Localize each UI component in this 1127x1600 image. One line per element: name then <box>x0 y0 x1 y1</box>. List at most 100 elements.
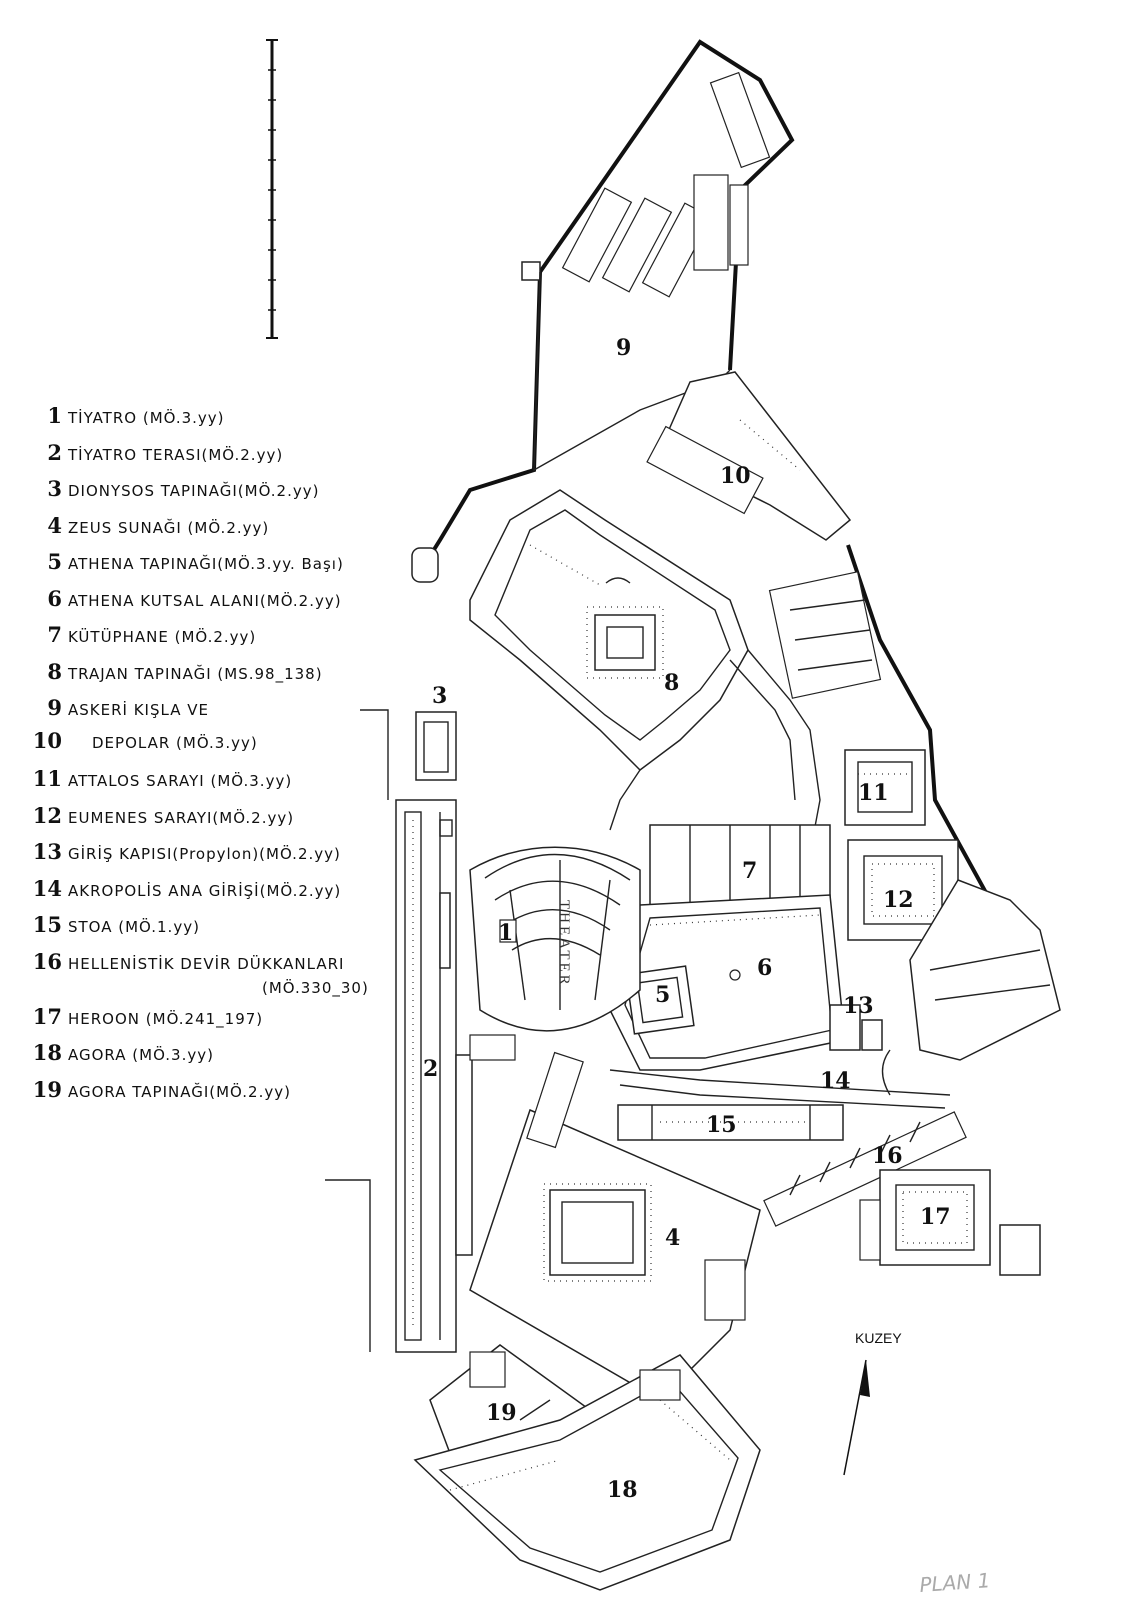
legend-label: ATHENA KUTSAL ALANI(MÖ.2.yy) <box>68 592 342 610</box>
plan-label-14: 14 <box>820 1068 851 1094</box>
legend-item: 13 GİRİŞ KAPISI(Propylon)(MÖ.2.yy) <box>30 839 341 864</box>
legend-label: ATTALOS SARAYI (MÖ.3.yy) <box>68 772 293 790</box>
legend-label: DEPOLAR (MÖ.3.yy) <box>92 734 258 752</box>
legend-number: 17 <box>32 1004 62 1029</box>
agora <box>413 1354 761 1591</box>
plan-label-9: 9 <box>616 335 631 361</box>
legend-number: 14 <box>32 876 62 901</box>
theater-terrace <box>325 709 473 1353</box>
legend-item: 3 DIONYSOS TAPINAĞI(MÖ.2.yy) <box>30 476 320 501</box>
legend-item: 7 KÜTÜPHANE (MÖ.2.yy) <box>30 622 257 647</box>
trajan-temple <box>469 489 749 771</box>
legend-item: 1 TİYATRO (MÖ.3.yy) <box>30 403 225 428</box>
legend-item: 8 TRAJAN TAPINAĞI (MS.98_138) <box>30 659 323 684</box>
legend-number: 8 <box>47 659 62 684</box>
legend-label: ATHENA TAPINAĞI(MÖ.3.yy. Başı) <box>68 555 344 573</box>
legend-label: AGORA (MÖ.3.yy) <box>68 1046 214 1064</box>
plan-label-18: 18 <box>607 1477 638 1503</box>
legend-item: 17 HEROON (MÖ.241_197) <box>30 1004 264 1029</box>
plan-label-4: 4 <box>665 1225 680 1251</box>
legend-label: AKROPOLİS ANA GİRİŞİ(MÖ.2.yy) <box>68 882 342 900</box>
plan-label-2: 2 <box>423 1056 438 1082</box>
legend-item: 5 ATHENA TAPINAĞI(MÖ.3.yy. Başı) <box>30 549 344 574</box>
legend-label: AGORA TAPINAĞI(MÖ.2.yy) <box>68 1083 291 1101</box>
legend-item: 14 AKROPOLİS ANA GİRİŞİ(MÖ.2.yy) <box>30 876 342 901</box>
plan-label-6: 6 <box>757 955 772 981</box>
plan-label-17: 17 <box>920 1204 951 1230</box>
legend-label: KÜTÜPHANE (MÖ.2.yy) <box>68 628 257 646</box>
legend-label: HELLENİSTİK DEVİR DÜKKANLARI <box>68 955 345 973</box>
legend-label: EUMENES SARAYI(MÖ.2.yy) <box>68 809 295 827</box>
legend-number: 11 <box>32 766 62 791</box>
legend-label: HEROON (MÖ.241_197) <box>68 1010 264 1028</box>
depots <box>646 371 852 541</box>
theater: THEATER <box>439 846 641 1032</box>
plan-label-10: 10 <box>720 463 751 489</box>
propylon <box>829 1004 883 1051</box>
legend-label: GİRİŞ KAPISI(Propylon)(MÖ.2.yy) <box>68 845 341 863</box>
legend-number: 4 <box>47 513 62 538</box>
legend-number: 12 <box>32 803 62 828</box>
legend-label: TRAJAN TAPINAĞI (MS.98_138) <box>68 665 323 683</box>
legend-label: DIONYSOS TAPINAĞI(MÖ.2.yy) <box>68 482 320 500</box>
plan-label-1: 1 <box>498 920 513 946</box>
plan-label-12: 12 <box>883 887 914 913</box>
legend-number: 13 <box>32 839 62 864</box>
legend-number: 16 <box>32 949 62 974</box>
heroon <box>859 1169 1041 1276</box>
storage-cells <box>709 71 771 169</box>
library <box>649 824 831 906</box>
legend-number: 2 <box>47 440 62 465</box>
legend-label: TİYATRO (MÖ.3.yy) <box>68 409 225 427</box>
legend-item: 9 ASKERİ KIŞLA VE <box>30 695 209 720</box>
dionysos-temple <box>415 711 457 837</box>
legend-number: 9 <box>47 695 62 720</box>
legend-number: 10 <box>32 728 62 753</box>
legend-item: 4 ZEUS SUNAĞI (MÖ.2.yy) <box>30 513 270 538</box>
plan-label-3: 3 <box>432 683 447 709</box>
hellenistic-shops <box>763 1111 967 1227</box>
legend-item: 11 ATTALOS SARAYI (MÖ.3.yy) <box>30 766 293 791</box>
south-west-buildings <box>469 1034 584 1149</box>
legend-label: STOA (MÖ.1.yy) <box>68 918 200 936</box>
legend-continuation: (MÖ.330_30) <box>262 979 369 997</box>
legend-item: 19 AGORA TAPINAĞI(MÖ.2.yy) <box>30 1077 291 1102</box>
legend-item: 12 EUMENES SARAYI(MÖ.2.yy) <box>30 803 295 828</box>
legend-number: 19 <box>32 1077 62 1102</box>
legend-item: 18 AGORA (MÖ.3.yy) <box>30 1040 214 1065</box>
plan-label-13: 13 <box>843 993 874 1019</box>
north-arrow-icon <box>860 1360 870 1397</box>
legend-item: 6 ATHENA KUTSAL ALANI(MÖ.2.yy) <box>30 586 342 611</box>
legend-number: 7 <box>47 622 62 647</box>
barracks-rows <box>561 174 749 298</box>
plan-label-5: 5 <box>655 982 670 1008</box>
legend-number: 5 <box>47 549 62 574</box>
stoa <box>617 1104 844 1141</box>
legend-number: 1 <box>47 403 62 428</box>
legend-item: 2 TİYATRO TERASI(MÖ.2.yy) <box>30 440 284 465</box>
scale-bar <box>266 39 278 339</box>
plan-label-7: 7 <box>742 858 757 884</box>
legend-item: 16 HELLENİSTİK DEVİR DÜKKANLARI <box>30 949 345 974</box>
legend-label: ASKERİ KIŞLA VE <box>68 701 209 719</box>
attalos-palace <box>844 749 926 826</box>
zeus-altar <box>469 1108 761 1401</box>
legend-number: 15 <box>32 912 62 937</box>
acropolis-entrance <box>609 1049 951 1109</box>
legend-label: ZEUS SUNAĞI (MÖ.2.yy) <box>68 519 270 537</box>
plan-label-8: 8 <box>664 670 679 696</box>
north-label: KUZEY <box>855 1330 902 1346</box>
plan-label-19: 19 <box>486 1400 517 1426</box>
legend-number: 6 <box>47 586 62 611</box>
eumenes-palace <box>847 839 1061 1061</box>
legend-item: 15 STOA (MÖ.1.yy) <box>30 912 200 937</box>
legend-number: 3 <box>47 476 62 501</box>
legend-label: TİYATRO TERASI(MÖ.2.yy) <box>68 446 284 464</box>
plan-label-11: 11 <box>858 780 889 806</box>
plan-label-16: 16 <box>872 1143 903 1169</box>
theater-caption: THEATER <box>556 900 572 988</box>
plan-label-15: 15 <box>706 1112 737 1138</box>
legend-number: 18 <box>32 1040 62 1065</box>
east-terraces <box>768 571 882 699</box>
